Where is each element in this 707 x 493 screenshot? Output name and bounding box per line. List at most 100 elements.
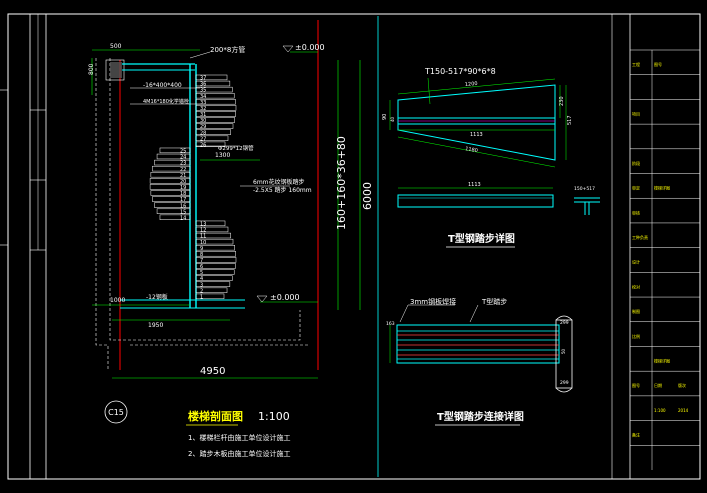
elevation-bottom: ±0.000: [270, 293, 300, 302]
tread: [195, 281, 231, 287]
tread: [195, 111, 236, 117]
tread-dim-left-h1: 90: [382, 114, 388, 120]
callout-tread-note: 6mm花纹钢板踏步: [253, 178, 305, 186]
tread: [195, 117, 235, 123]
tread-number: 37: [200, 76, 206, 82]
tread-number: 26: [200, 142, 206, 148]
drawing-tag-circle: [104, 400, 128, 424]
tread: [150, 172, 191, 178]
tread: [152, 165, 191, 172]
tread: [195, 245, 235, 251]
joint-outline: [396, 324, 560, 364]
tb-cell: 楼梯详图: [654, 185, 670, 191]
tb-cell: 版次: [678, 382, 686, 388]
tb-cell: 工种负责: [632, 234, 648, 240]
tread-dim-bottom: 1180: [465, 146, 479, 154]
tread: [195, 80, 231, 87]
tread-number: 20: [180, 179, 186, 185]
drawing-tag: C15: [108, 408, 124, 417]
tread-number: 4: [200, 276, 203, 282]
tb-cell: 比例: [632, 333, 640, 339]
dim-bottom-span: 1950: [148, 322, 163, 329]
tread-number: 24: [180, 155, 186, 161]
tread: [195, 74, 228, 81]
tread-number: 2: [200, 288, 203, 294]
tread: [149, 178, 191, 184]
tread-number: 14: [180, 215, 186, 221]
tread-detail-title: T型钢踏步详图: [448, 232, 515, 245]
tread: [195, 141, 226, 148]
tread: [195, 123, 234, 129]
tb-cell: 日期: [654, 382, 662, 388]
tread: [195, 275, 233, 281]
tread: [195, 86, 233, 93]
tread: [150, 190, 191, 196]
tread: [195, 263, 236, 269]
tread: [195, 92, 235, 99]
dim-top-width: 500: [110, 43, 122, 50]
tread-number: 8: [200, 252, 203, 258]
joint-plate-label: 3mm钢板焊接: [410, 297, 456, 306]
tb-cell: 校对: [632, 283, 640, 289]
callout-plate: -16*400*400: [143, 82, 182, 89]
stair-section-view: 1234567891011121314151617181920212223242…: [88, 20, 374, 458]
tread-dim-left-h2: 40: [390, 116, 395, 122]
stair-treads: 1234567891011121314151617181920212223242…: [149, 74, 237, 300]
callout-column-pipe: Φ299*12钢管: [218, 144, 254, 152]
tread-number: 18: [180, 191, 186, 197]
tb-cell: 1:100: [654, 408, 666, 413]
tb-cell: 2014: [678, 408, 689, 413]
tread-number: 6: [200, 264, 203, 270]
callout-top-size: 200*8方管: [210, 45, 245, 54]
tread-number: 13: [200, 222, 206, 228]
tb-cell: 项目: [632, 110, 640, 116]
tread: [195, 226, 229, 233]
tb-cell: 图号: [632, 382, 640, 388]
tread-number: 29: [200, 124, 206, 130]
drawing-scale: 1:100: [258, 410, 290, 423]
tread-number: 28: [200, 130, 206, 136]
tb-cell: 备注: [632, 432, 640, 438]
tb-cell: 审核: [632, 209, 640, 215]
tread-number: 17: [180, 197, 186, 203]
dim-left-offset: 1000: [110, 297, 125, 304]
tread-number: 1: [200, 294, 203, 300]
tread: [195, 238, 234, 245]
tread: [152, 196, 191, 202]
tread-dim-right-h2: 517: [567, 115, 573, 125]
joint-detail-title: T型钢踏步连接详图: [437, 410, 524, 423]
tread-number: 10: [200, 240, 206, 246]
tread: [149, 184, 191, 190]
dim-total-width: 4950: [200, 366, 225, 377]
tread-number: 25: [180, 149, 186, 155]
tread-number: 11: [200, 234, 206, 240]
note-2: 2、踏步木板由施工单位设计施工: [188, 449, 290, 458]
tread-number: 16: [180, 203, 186, 209]
tread: [159, 147, 191, 154]
tread-number: 36: [200, 82, 206, 88]
t-section: [574, 197, 600, 215]
tread-number: 19: [180, 185, 186, 191]
tread-number: 5: [200, 270, 203, 276]
tb-cell: 楼梯详图: [654, 358, 670, 364]
tb-cell: 制图: [632, 308, 640, 314]
tread-dim-top: 1200: [465, 81, 478, 88]
tb-cell: 阶段: [632, 160, 640, 166]
tread-elev-length: 1113: [468, 182, 481, 188]
tread-number: 15: [180, 209, 186, 215]
tread: [154, 159, 191, 166]
elevation-top: ±0.000: [295, 43, 325, 52]
callout-bolts: 4M16*180化学锚栓: [143, 98, 189, 105]
tb-cell: 工程: [632, 61, 640, 67]
tread: [195, 251, 236, 257]
tread-number: 7: [200, 258, 203, 264]
tread-number: 3: [200, 282, 203, 288]
note-1: 1、楼梯栏杆由施工单位设计施工: [188, 433, 290, 442]
tread-number: 31: [200, 112, 206, 118]
tread-number: 35: [200, 88, 206, 94]
tb-cell: 设计: [632, 259, 640, 265]
tread: [195, 293, 225, 300]
joint-t-label: T型踏步: [481, 297, 507, 306]
tb-cell: 审定: [632, 185, 640, 191]
